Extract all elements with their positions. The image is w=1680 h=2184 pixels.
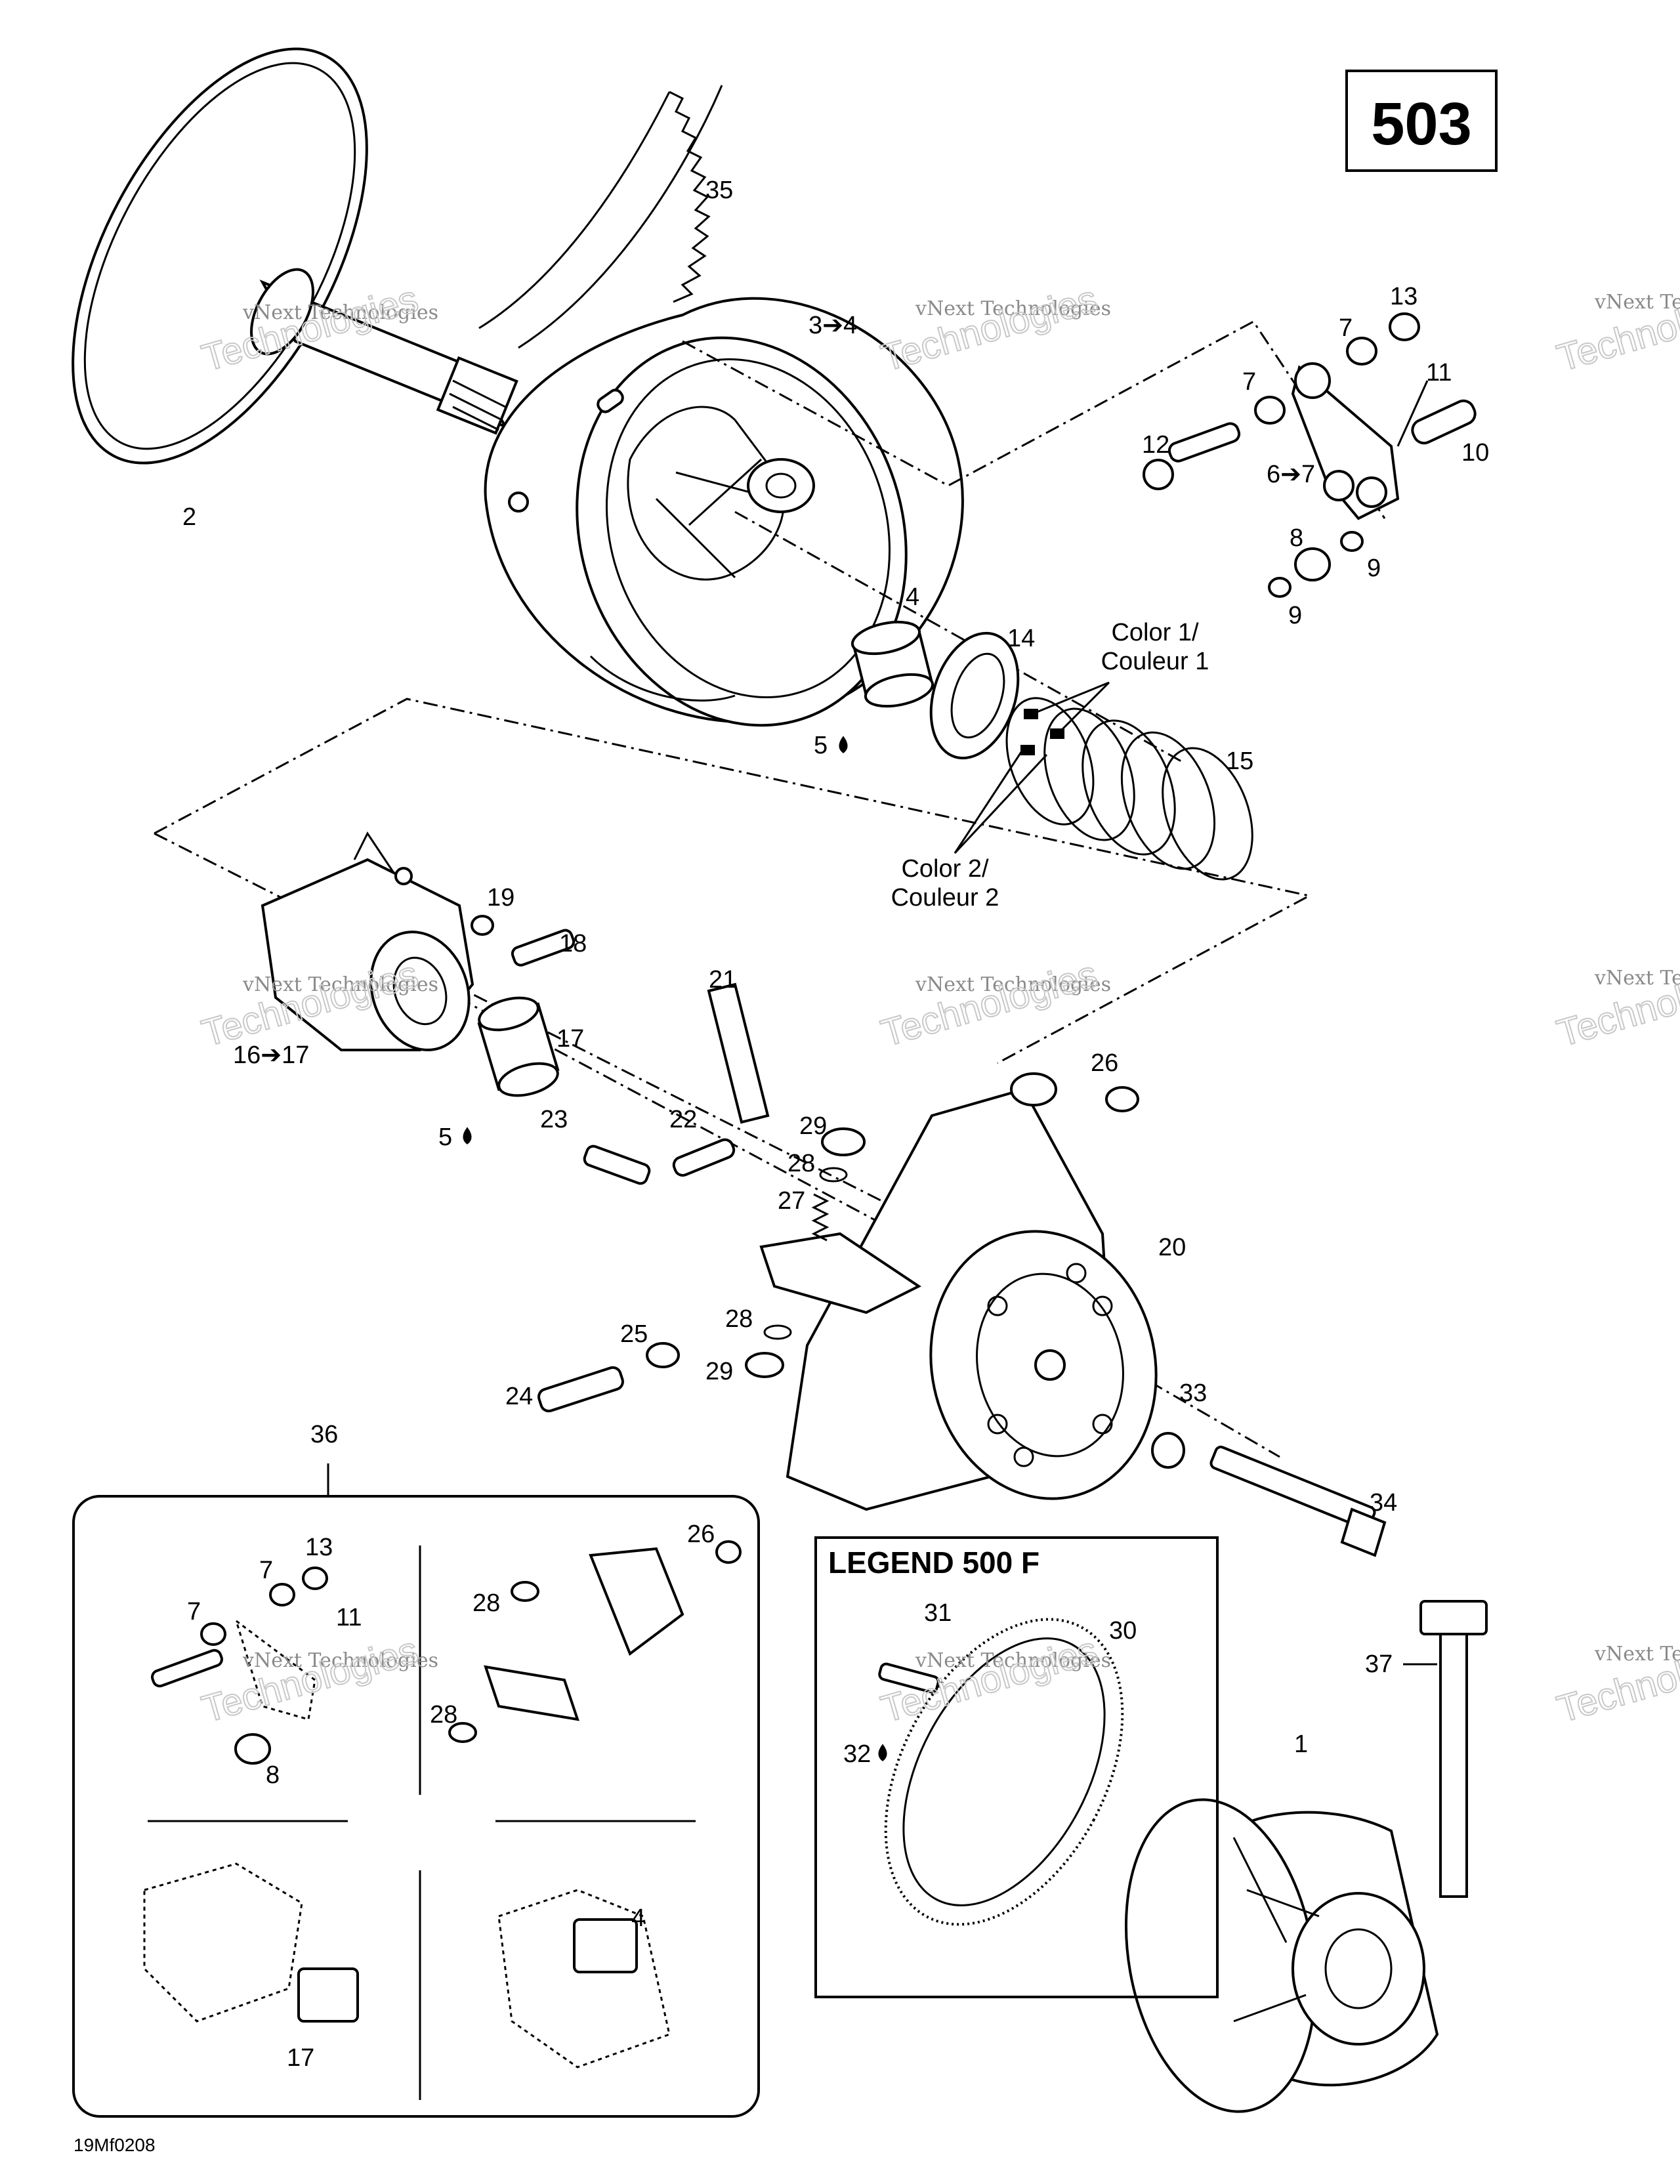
inset-callout-17: 17 (287, 2044, 314, 2072)
callout-5: 5 (438, 1124, 452, 1151)
callout-29: 29 (705, 1358, 733, 1385)
callout-34: 34 (1370, 1489, 1397, 1517)
callout-35: 35 (705, 177, 733, 204)
callout-27: 27 (778, 1187, 805, 1215)
callout-10: 10 (1461, 439, 1489, 467)
callout-12: 12 (1142, 431, 1169, 459)
callout-16-17: 16➔17 (233, 1041, 309, 1069)
callout-32: 32 (843, 1740, 871, 1768)
color-leaders (954, 681, 1110, 854)
watermark-text: vNext Technologies (915, 1649, 1111, 1672)
watermark-text: vNext Technologies (242, 973, 438, 996)
legend-500f-box (814, 1536, 1219, 1998)
drive-belt-part (478, 85, 723, 349)
callout-26: 26 (1091, 1049, 1118, 1077)
callout-9: 9 (1288, 602, 1302, 629)
inset-callout-7: 7 (259, 1557, 273, 1584)
bushing-4-part (850, 620, 934, 708)
watermark-text: vNext Technologies (1594, 1643, 1680, 1666)
screw-31-part (878, 1662, 940, 1694)
watermark-text: Technologies (877, 953, 1102, 1055)
callout-7: 7 (1339, 314, 1353, 342)
callout-4: 4 (906, 583, 919, 611)
spider-part (537, 982, 1387, 1557)
watermark-text: vNext Technologies (1594, 967, 1680, 990)
page-number-box (1345, 70, 1498, 172)
watermark-text: vNext Technologies (915, 973, 1111, 996)
watermark-text: vNext Technologies (915, 297, 1111, 320)
inset-callout-4: 4 (631, 1904, 645, 1932)
callout-37: 37 (1365, 1650, 1393, 1678)
callout-30: 30 (1109, 1617, 1137, 1645)
inset-callout-13: 13 (305, 1534, 333, 1561)
callout-22: 22 (669, 1106, 697, 1133)
callout-25: 25 (620, 1320, 648, 1348)
sliding-sheave-part (484, 297, 964, 727)
inset-callout-28: 28 (430, 1701, 457, 1729)
color1-note-line1: Color 1/ (1111, 619, 1198, 646)
watermark-text: vNext Technologies (242, 301, 438, 324)
callout-21: 21 (709, 966, 736, 994)
page-number: 503 (1371, 91, 1472, 158)
callout-33: 33 (1179, 1379, 1207, 1407)
inset-36-box (72, 1463, 760, 2118)
callout-6-7: 6➔7 (1267, 461, 1315, 488)
callout-13: 13 (1390, 283, 1418, 310)
callout-14: 14 (1007, 625, 1035, 652)
callout-9: 9 (1367, 555, 1381, 582)
lubricant-drop-icon (463, 1127, 472, 1144)
callout-18: 18 (559, 930, 587, 957)
callout-28: 28 (725, 1305, 753, 1333)
washer-14-part (929, 631, 1020, 760)
callout-29: 29 (799, 1112, 827, 1140)
watermark-text: vNext Technologies (1594, 291, 1680, 314)
lubricant-drop-icon (839, 736, 848, 753)
callout-5: 5 (814, 732, 828, 759)
callout-2: 2 (182, 503, 196, 531)
callout-20: 20 (1158, 1234, 1186, 1261)
legend-box-title: LEGEND 500 F (828, 1545, 1040, 1580)
callout-8: 8 (1290, 524, 1303, 552)
callout-11: 11 (1426, 359, 1452, 387)
callout-36: 36 (310, 1421, 338, 1448)
callout-24: 24 (505, 1383, 533, 1410)
callouts: 35 2 3➔4 13 7 7 11 12 10 6➔7 8 9 9 4 14 … (182, 177, 1489, 2072)
drawing-id: 19Mf0208 (74, 2135, 156, 2155)
color1-note-line2: Couleur 1 (1101, 648, 1209, 675)
lever-assembly-part (1143, 312, 1477, 598)
watermark-text: vNext Technologies (242, 1649, 438, 1672)
governor-cup-part (261, 831, 576, 1097)
callout-19: 19 (487, 884, 514, 912)
callout-17: 17 (556, 1025, 584, 1053)
lubricant-drop-icon (878, 1744, 887, 1761)
bolt-37-part (1419, 1600, 1488, 1898)
callout-1: 1 (1294, 1731, 1308, 1758)
callout-23: 23 (540, 1106, 568, 1133)
inset-callout-11: 11 (336, 1604, 362, 1631)
inset-callout-8: 8 (266, 1761, 280, 1789)
inset-callout-28: 28 (472, 1589, 500, 1617)
callout-15: 15 (1226, 747, 1253, 775)
inset-callout-7: 7 (187, 1598, 201, 1626)
callout-28: 28 (788, 1150, 815, 1177)
color2-note-line1: Color 2/ (901, 855, 988, 883)
watermark-text: Technologies (877, 278, 1102, 380)
fixed-sheave-part (72, 47, 518, 465)
inset-36-contents (143, 1540, 742, 2068)
ring-gear-30-part (884, 1618, 1124, 1926)
color2-note-line2: Couleur 2 (891, 884, 999, 912)
callout-7: 7 (1242, 368, 1256, 396)
drive-pulley-complete-part (1124, 1798, 1439, 2113)
inset-callout-26: 26 (687, 1521, 715, 1548)
callout-31: 31 (924, 1599, 952, 1627)
callout-3-4: 3➔4 (808, 312, 857, 339)
spring-15-part (1005, 697, 1253, 881)
